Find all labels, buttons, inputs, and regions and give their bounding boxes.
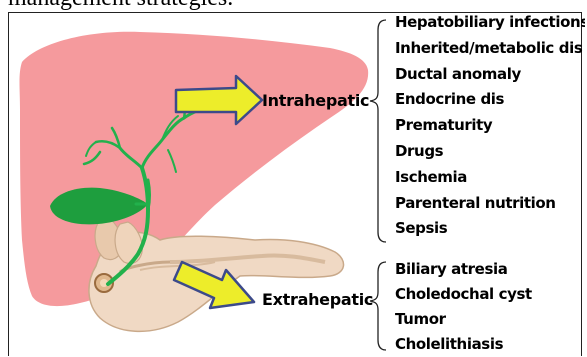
list-item: Tumor [395,307,585,332]
list-item: Ischemia [395,165,585,191]
intrahepatic-brace [370,20,386,242]
list-item: Drugs [395,139,585,165]
list-item: Endocrine dis [395,87,585,113]
list-item: Hepatobiliary infections [395,10,585,36]
intrahepatic-causes-list: Hepatobiliary infections Inherited/metab… [395,10,585,242]
list-item: Choledochal cyst [395,282,585,307]
list-item: Inherited/metabolic dis [395,36,585,62]
list-item: Ductal anomaly [395,62,585,88]
list-item: Prematurity [395,113,585,139]
pancreas-shape [89,218,344,331]
intrahepatic-label: Intrahepatic [262,91,369,110]
list-item: Sepsis [395,216,585,242]
list-item: Cholelithiasis [395,332,585,357]
extrahepatic-label: Extrahepatic [262,290,373,309]
list-item: Biliary atresia [395,257,585,282]
list-item: Parenteral nutrition [395,191,585,217]
extrahepatic-causes-list: Biliary atresia Choledochal cyst Tumor C… [395,257,585,357]
